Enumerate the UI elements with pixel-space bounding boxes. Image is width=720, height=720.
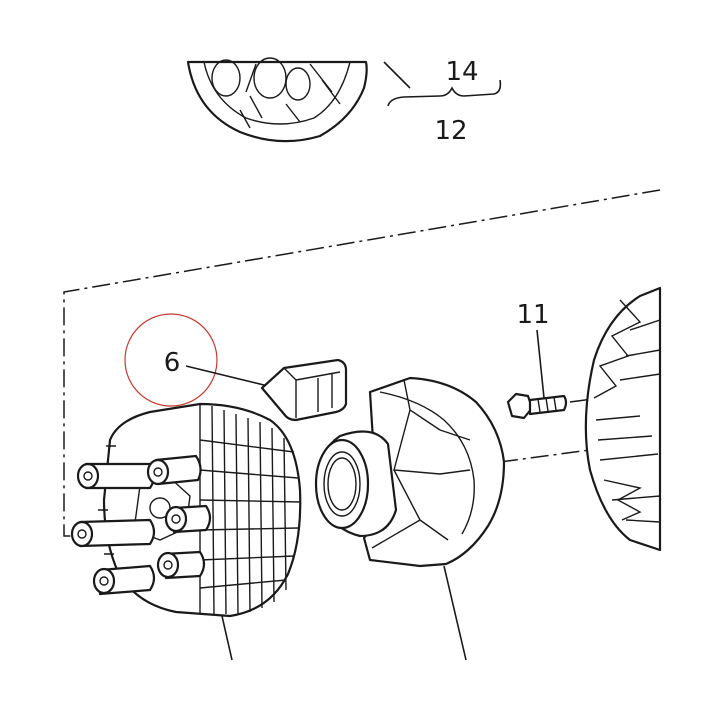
pin-middle-right — [164, 504, 212, 534]
callout-14: 14 — [445, 57, 478, 87]
pin-bottom-right — [156, 550, 206, 580]
highlight-circle — [124, 313, 218, 407]
callout-11: 11 — [516, 300, 549, 330]
pin-top-left — [76, 462, 156, 490]
left-gear-with-pins-part — [70, 402, 302, 618]
leader-11 — [536, 329, 545, 399]
pin-middle-left — [70, 518, 156, 548]
callout-12: 12 — [434, 116, 467, 146]
callout-6: 6 — [164, 348, 181, 378]
pin-top-right — [146, 454, 202, 486]
leader-left-gear — [221, 615, 233, 661]
leader-6 — [185, 365, 269, 387]
leader-14 — [383, 61, 411, 89]
bracket-12 — [387, 79, 502, 107]
right-gear-ring-part — [584, 286, 662, 552]
pin-bottom-left — [92, 564, 156, 596]
wedge-key-part — [260, 358, 348, 422]
screw-part — [506, 392, 568, 420]
flange-hub-part — [314, 376, 506, 568]
top-disc-part — [186, 57, 368, 143]
leader-hub — [443, 565, 467, 661]
